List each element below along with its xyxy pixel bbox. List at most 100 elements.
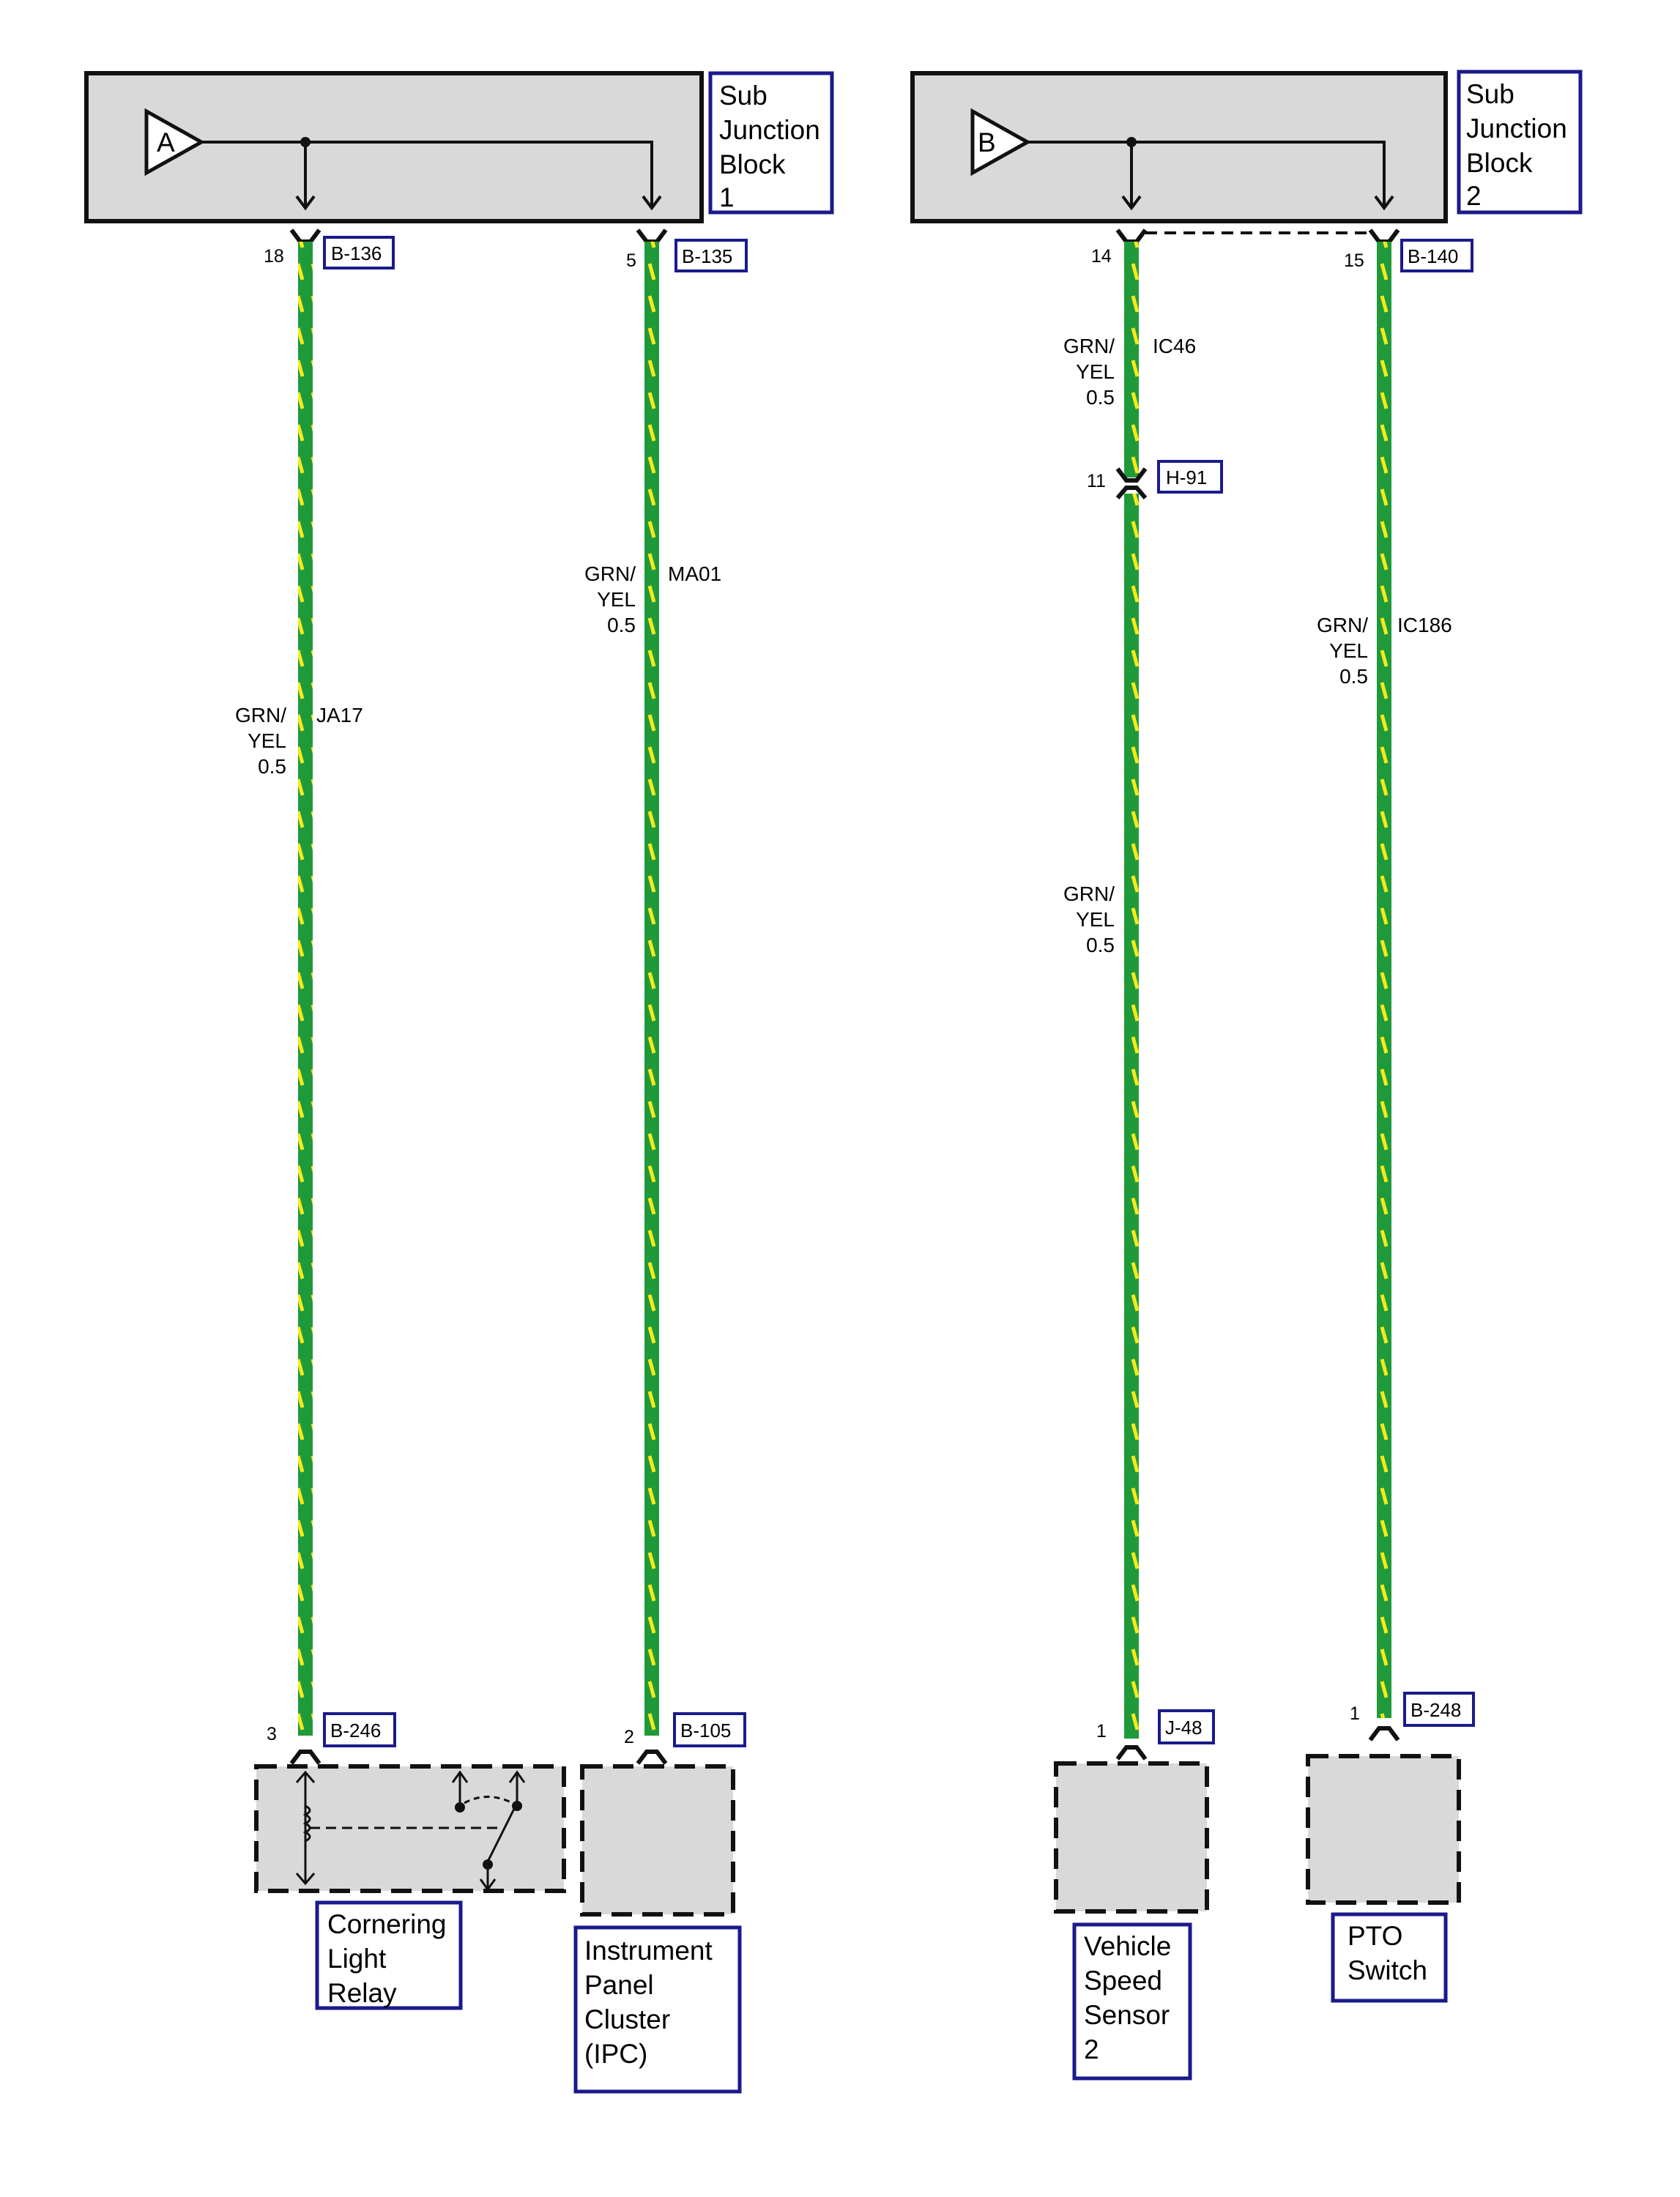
connector-icon [1368, 1726, 1400, 1741]
component-name-line: Sensor [1084, 2000, 1170, 2030]
connector-icon [636, 228, 668, 244]
wire-color: YEL [1076, 360, 1115, 383]
vehicle-speed-sensor-2: Vehicle Speed Sensor 2 [1054, 1761, 1209, 2081]
component-name-line: (IPC) [584, 2039, 647, 2069]
bottom-connectors: 3 B-246 2 B-105 1 J-48 1 B-248 [267, 1692, 1475, 1765]
internal-bus-1 [201, 141, 653, 207]
arrow-icon [1374, 195, 1394, 211]
inline-connector-h91: 11 H-91 [1087, 460, 1223, 499]
pin-number: 15 [1344, 250, 1364, 271]
relay-coil-icon [302, 1804, 311, 1843]
connector-icon [1115, 486, 1148, 499]
wire-color: YEL [1329, 639, 1368, 662]
input-triangle-b [970, 108, 1032, 176]
wire-color: GRN/ [235, 704, 286, 726]
circuit-id: MA01 [668, 562, 721, 585]
connector-ref-box [1158, 1709, 1215, 1744]
component-name-line: Cluster [584, 2004, 670, 2034]
block-name-line: Sub [719, 81, 767, 111]
circuit-id: IC186 [1397, 614, 1452, 636]
connector-ref: H-91 [1166, 466, 1207, 488]
connector-ref: B-135 [682, 245, 732, 267]
block-name-box-1 [708, 71, 834, 215]
arrow-icon [1121, 195, 1142, 211]
pin-number: 18 [264, 246, 284, 267]
connector-ref: B-248 [1410, 1699, 1461, 1721]
input-label-a: A [157, 127, 175, 157]
component-name-line: Relay [327, 1978, 397, 2008]
component-name-line: Light [327, 1944, 387, 1974]
component-name-box [573, 1925, 742, 2094]
pin-number: 5 [626, 250, 636, 271]
wire-color: GRN/ [1063, 882, 1115, 905]
connector-icon [289, 228, 321, 244]
wire-labels: GRN/ YEL 0.5 JA17 GRN/ YEL 0.5 MA01 GRN/… [235, 335, 1452, 956]
wire-size: 0.5 [607, 614, 636, 636]
block-name-line: Junction [1466, 114, 1567, 144]
connector-ref: B-140 [1408, 245, 1458, 267]
arrow-icon [295, 195, 316, 211]
connector-ref: B-105 [680, 1720, 731, 1741]
wire-color: YEL [597, 588, 636, 611]
circuit-id: IC46 [1153, 335, 1196, 357]
connector-icon [1115, 228, 1148, 244]
connector-ref-box [1400, 239, 1473, 272]
pin-number: 11 [1087, 471, 1106, 491]
block-name-box-2 [1457, 70, 1583, 215]
wire-color: GRN/ [1063, 335, 1115, 357]
wire-ic186 [1377, 242, 1391, 1718]
component-name-box [1331, 1912, 1448, 2003]
pto-switch: PTO Switch [1306, 1754, 1461, 2003]
relay-switch-icon [486, 1808, 516, 1862]
block-name-line: Sub [1466, 79, 1514, 109]
component-name-box [1072, 1922, 1192, 2081]
wire-ja17 [298, 242, 313, 1736]
wire-color: GRN/ [1317, 614, 1368, 636]
connector-ref-box [1157, 460, 1223, 494]
component-name-line: Instrument [584, 1936, 713, 1966]
wire-size: 0.5 [1086, 934, 1115, 956]
component-name-line: Cornering [327, 1909, 446, 1939]
wire-ic46 [1124, 242, 1139, 477]
wire-ic46-cont [1124, 494, 1139, 1739]
wires [298, 242, 1391, 1739]
connector-ref-box [323, 236, 395, 269]
block-name-line: 1 [719, 182, 735, 212]
component-name-line: PTO [1348, 1921, 1402, 1951]
internal-bus-2 [1027, 141, 1386, 207]
wire-size: 0.5 [258, 755, 286, 778]
wire-color: YEL [1076, 908, 1115, 931]
connector-ref-box [674, 239, 748, 272]
block-name-line: Junction [719, 115, 820, 145]
sub-junction-block-1: A Sub Junction Block 1 [84, 71, 834, 223]
component-name-line: Panel [584, 1970, 654, 2000]
connector-ref-box [323, 1712, 396, 1747]
wire-size: 0.5 [1339, 665, 1368, 688]
input-label-b: B [978, 127, 996, 157]
component-name-line: Speed [1084, 1966, 1162, 1996]
pin-number: 3 [267, 1724, 277, 1744]
input-triangle-a [144, 108, 206, 176]
cornering-light-relay: Cornering Light Relay [254, 1764, 566, 2010]
connector-icon [289, 1750, 321, 1765]
wire-ma01 [644, 242, 659, 1736]
pin-number: 14 [1091, 246, 1112, 267]
component-name-line: 2 [1084, 2034, 1099, 2064]
splice-dot [300, 137, 311, 147]
component-name-box [315, 1900, 463, 2010]
block-name-line: Block [719, 149, 786, 179]
pin-number: 1 [1350, 1703, 1360, 1724]
wire-color: YEL [248, 729, 286, 752]
circuit-id: JA17 [316, 704, 363, 726]
connector-icon [1368, 228, 1400, 244]
connector-ref: B-136 [331, 242, 382, 264]
connector-ref: B-246 [330, 1720, 381, 1741]
top-connectors [289, 228, 1400, 244]
connector-icon [1115, 467, 1148, 483]
wire-color: GRN/ [584, 562, 636, 585]
component-name-line: Vehicle [1084, 1931, 1171, 1961]
sub-junction-block-2: B Sub Junction Block 2 [910, 70, 1583, 223]
pin-number: 1 [1096, 1721, 1107, 1741]
pin-number: 2 [624, 1727, 634, 1747]
